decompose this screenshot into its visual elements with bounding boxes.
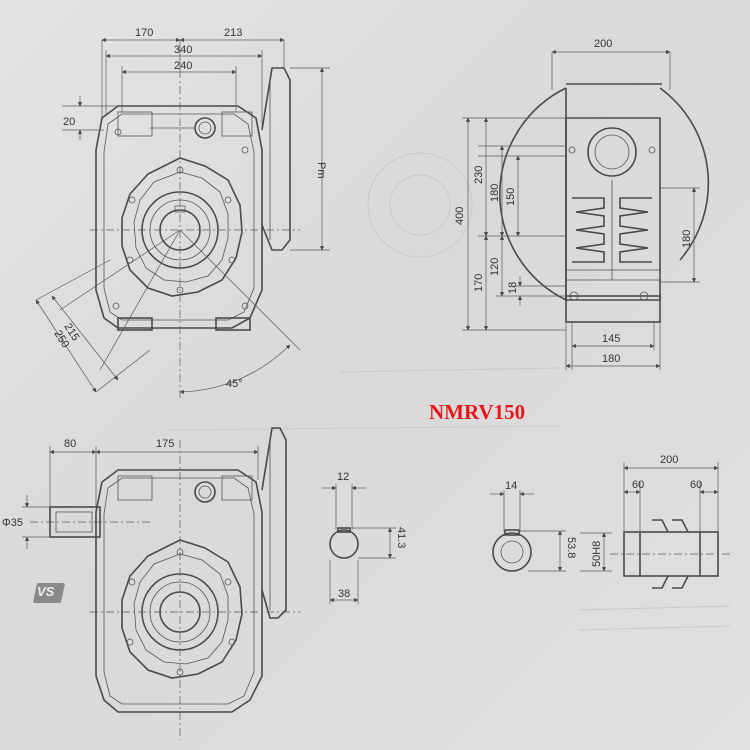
side-dim-200: 200 bbox=[594, 38, 612, 50]
input-dim-175: 175 bbox=[156, 438, 174, 450]
input-dim-80: 80 bbox=[64, 438, 76, 450]
key-in-dim-41: 41.3 bbox=[395, 527, 407, 548]
key-out-dim-53: 53.8 bbox=[565, 537, 577, 558]
ghost-background-print bbox=[169, 152, 731, 631]
dim-213: 213 bbox=[224, 27, 242, 39]
out-dim-60-right: 60 bbox=[690, 479, 702, 491]
output-shaft-view: 200 60 60 bbox=[610, 454, 730, 589]
vs-badge-label: VS bbox=[37, 584, 55, 599]
dim-20: 20 bbox=[63, 116, 75, 128]
side-dim-400: 400 bbox=[454, 207, 466, 225]
side-view: 200 400 230 180 150 170 120 18 180 bbox=[454, 38, 710, 370]
side-dim-180-bottom: 180 bbox=[602, 353, 620, 365]
side-dim-145: 145 bbox=[602, 333, 620, 345]
keyway-input-view: 12 41.3 38 bbox=[322, 471, 407, 604]
key-in-dim-12: 12 bbox=[337, 471, 349, 483]
out-dim-200: 200 bbox=[660, 454, 678, 466]
side-dim-230: 230 bbox=[473, 166, 485, 184]
dim-340: 340 bbox=[174, 44, 192, 56]
side-dim-180-left: 180 bbox=[489, 184, 501, 202]
dim-45-angle: 45° bbox=[226, 378, 243, 390]
model-title: NMRV150 bbox=[429, 400, 526, 424]
side-dim-120: 120 bbox=[489, 258, 501, 276]
side-dim-180-right: 180 bbox=[681, 230, 693, 248]
dim-170: 170 bbox=[135, 27, 153, 39]
input-dim-phi35: Φ35 bbox=[2, 517, 23, 529]
key-out-dim-14: 14 bbox=[505, 480, 517, 492]
key-in-dim-38: 38 bbox=[338, 588, 350, 600]
keyway-output-view: 14 53.8 50H8 bbox=[490, 480, 612, 572]
dim-240: 240 bbox=[174, 60, 192, 72]
front-view: 170 213 340 240 20 Pm 215 250 45° bbox=[35, 27, 330, 400]
dim-pm: Pm bbox=[315, 162, 327, 179]
side-dim-170: 170 bbox=[473, 274, 485, 292]
input-view: 80 175 Φ35 bbox=[2, 427, 300, 740]
side-dim-150: 150 bbox=[505, 188, 517, 206]
key-out-dim-50h8: 50H8 bbox=[591, 541, 603, 567]
out-dim-60-left: 60 bbox=[632, 479, 644, 491]
side-dim-18: 18 bbox=[507, 282, 519, 294]
